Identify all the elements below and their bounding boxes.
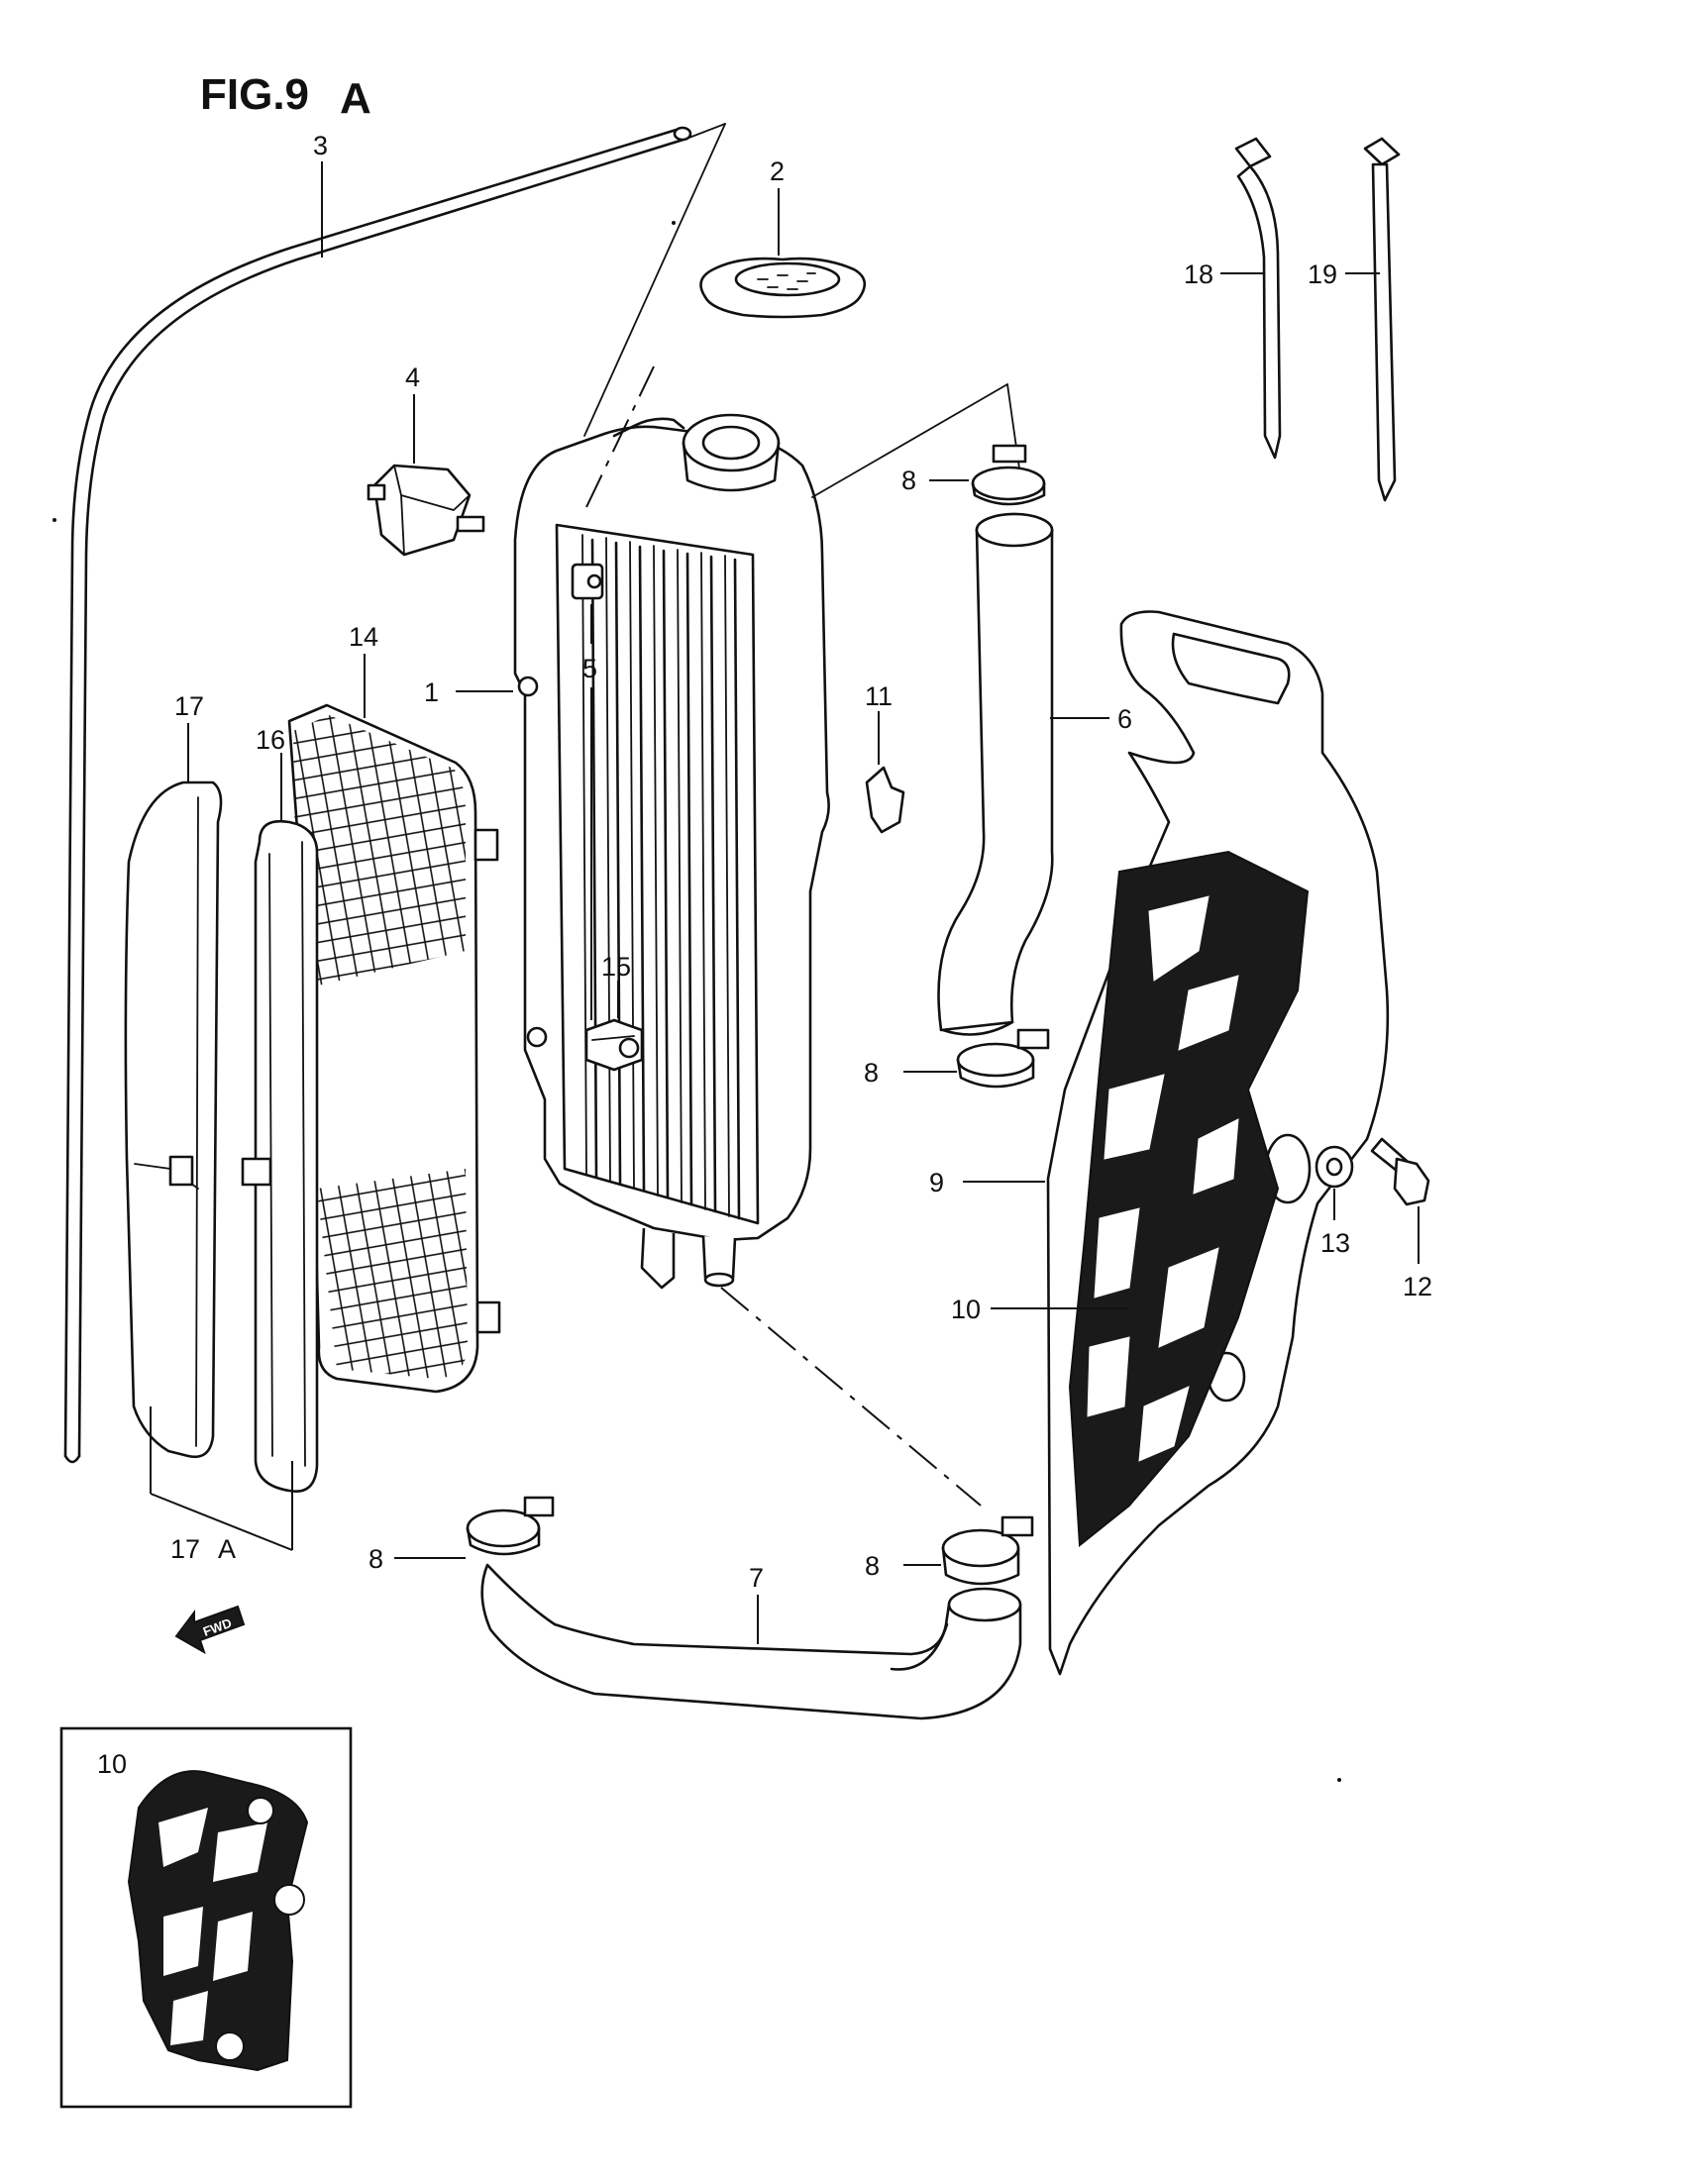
callout-8-left: 8 (368, 1544, 383, 1574)
part-18-cable-tie: 18 (1184, 137, 1282, 460)
part-4-valve: 4 (367, 363, 485, 557)
figure-title: FIG.9 A (200, 70, 371, 123)
callout-4: 4 (405, 363, 420, 392)
part-8-clamp-right: 8 (865, 1515, 1034, 1586)
part-2-radiator-cap: 2 (699, 156, 867, 319)
callout-16: 16 (256, 725, 285, 755)
callout-3: 3 (313, 131, 328, 160)
part-12-bolt: 12 (1370, 1137, 1432, 1301)
callout-15: 15 (601, 952, 631, 982)
speck (53, 518, 56, 522)
part-8-clamp-mid: 8 (864, 1028, 1050, 1089)
part-6-upper-hose: 6 (937, 512, 1132, 1036)
callout-10: 10 (951, 1295, 981, 1324)
callout-7: 7 (749, 1563, 764, 1593)
callout-18: 18 (1184, 260, 1213, 289)
speck (1337, 1778, 1341, 1782)
part-17-cover: 17 (124, 691, 223, 1459)
callout-1: 1 (424, 677, 439, 707)
callout-13: 13 (1320, 1228, 1350, 1258)
figure-title-suffix: A (340, 74, 371, 123)
part-3-overflow-tube: 3 (63, 123, 726, 1464)
callout-12: 12 (1403, 1272, 1432, 1301)
figure-title-text: FIG.9 (200, 70, 309, 119)
part-13-washer: 13 (1315, 1145, 1354, 1258)
callout-14: 14 (349, 622, 378, 652)
callout-9: 9 (929, 1168, 944, 1197)
callout-8-right: 8 (865, 1551, 880, 1581)
callout-2: 2 (770, 156, 785, 186)
callout-17a: 17 (170, 1534, 200, 1564)
part-15-bolt: 15 (584, 952, 644, 1072)
part-19-cable-tie: 19 (1308, 137, 1401, 502)
callout-6: 6 (1117, 704, 1132, 734)
callout-17: 17 (174, 691, 204, 721)
fwd-arrow-icon: FWD (174, 1605, 246, 1655)
part-1-radiator: 1 (424, 365, 1021, 1290)
callout-17a-suffix: A (218, 1534, 236, 1564)
part-16-frame: 16 (241, 725, 319, 1493)
part-8-clamp-top: 8 (901, 444, 1046, 506)
inset-decal-10: 10 (59, 1726, 353, 2109)
callout-11: 11 (865, 681, 893, 711)
part-7-lower-hose: 7 (480, 1287, 1022, 1720)
part-9-shroud: 9 10 (929, 610, 1390, 1676)
part-14-radiator-net: 14 (287, 622, 501, 1394)
part-8-clamp-left: 8 (368, 1496, 555, 1574)
part-11-clip: 11 (865, 681, 905, 834)
callout-17a-group: 17 A (150, 1406, 293, 1564)
part-5-bolt: 5 (571, 563, 604, 1020)
callout-8-top: 8 (901, 466, 916, 495)
callout-19: 19 (1308, 260, 1337, 289)
callout-5: 5 (582, 654, 597, 683)
speck (672, 221, 676, 225)
callout-8-mid: 8 (864, 1058, 879, 1088)
callout-10-inset: 10 (97, 1749, 127, 1779)
